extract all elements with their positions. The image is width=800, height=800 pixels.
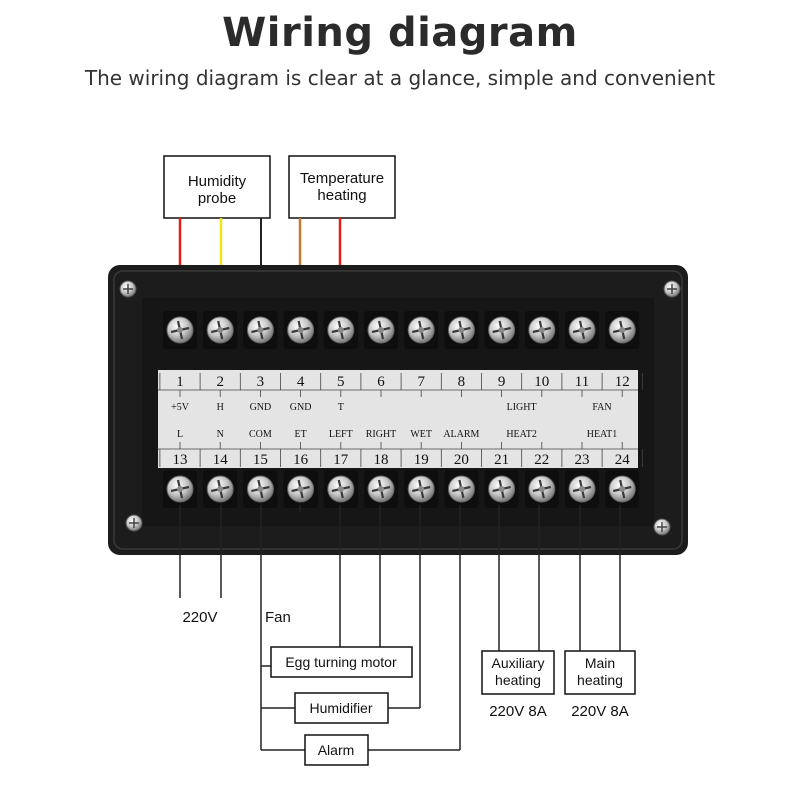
humidity-probe-box: Humidity probe: [163, 155, 271, 219]
terminal-number-top-11: 11: [575, 374, 589, 390]
screw-terminal-icon[interactable]: [283, 311, 318, 349]
terminal-number-top-12: 12: [615, 374, 630, 390]
alarm-box: Alarm: [304, 734, 369, 766]
main-heating-label-2: heating: [577, 672, 623, 688]
mounting-screw-icon: [119, 280, 137, 298]
screw-terminal-icon[interactable]: [203, 311, 238, 349]
humidity-probe-label-1: Humidity: [188, 173, 247, 190]
terminal-signal-bottom-3: COM: [249, 429, 272, 440]
screw-terminal-icon[interactable]: [323, 470, 358, 508]
screw-terminal-icon[interactable]: [243, 470, 278, 508]
terminal-number-bottom-5: 17: [333, 452, 349, 468]
screw-terminal-icon[interactable]: [203, 470, 238, 508]
temperature-heating-label-2: heating: [317, 187, 366, 204]
terminal-signal-bottom-8: ALARM: [443, 429, 479, 440]
bottom-wires: [179, 505, 621, 751]
terminal-signal-bottom-1: L: [177, 429, 183, 440]
screw-terminal-icon[interactable]: [283, 470, 318, 508]
temperature-heating-label-1: Temperature: [300, 170, 384, 187]
terminal-number-bottom-1: 13: [173, 452, 188, 468]
terminal-number-bottom-7: 19: [414, 452, 429, 468]
screw-terminal-icon[interactable]: [565, 470, 599, 508]
terminal-signal-top-5: T: [338, 402, 344, 413]
terminal-number-top-6: 6: [377, 374, 385, 390]
mounting-screw-icon: [663, 280, 681, 298]
terminal-signal-bottom-11: HEAT1: [587, 429, 618, 440]
terminal-number-bottom-8: 20: [454, 452, 469, 468]
terminal-signal-top-12: FAN: [592, 402, 611, 413]
screw-terminal-icon[interactable]: [404, 311, 439, 349]
terminal-signal-top-10: LIGHT: [507, 402, 537, 413]
screw-terminal-icon[interactable]: [484, 470, 519, 508]
screw-terminal-icon[interactable]: [364, 470, 398, 508]
page-title: Wiring diagram: [222, 10, 578, 56]
mounting-screw-icon: [653, 518, 671, 536]
page-subtitle: The wiring diagram is clear at a glance,…: [84, 66, 716, 90]
terminal-number-bottom-10: 22: [534, 452, 549, 468]
screw-terminal-icon[interactable]: [565, 311, 599, 349]
screw-terminal-icon[interactable]: [605, 470, 640, 508]
main-heating-label-1: Main: [585, 655, 615, 671]
terminal-signal-bottom-2: N: [217, 429, 224, 440]
main-rating-label: 220V 8A: [571, 703, 629, 720]
screw-terminal-icon[interactable]: [484, 311, 519, 349]
screw-terminal-icon[interactable]: [524, 470, 559, 508]
terminal-number-bottom-3: 15: [253, 452, 268, 468]
screw-terminal-icon[interactable]: [524, 311, 559, 349]
terminal-signal-bottom-6: RIGHT: [366, 429, 397, 440]
mounting-screw-icon: [125, 514, 143, 532]
screw-terminal-icon[interactable]: [243, 311, 278, 349]
terminal-number-top-10: 10: [534, 374, 549, 390]
screw-terminal-icon[interactable]: [163, 311, 197, 349]
screw-terminal-icon[interactable]: [364, 311, 398, 349]
screw-terminal-icon[interactable]: [163, 470, 197, 508]
terminal-number-top-1: 1: [176, 374, 184, 390]
terminal-number-top-7: 7: [417, 374, 425, 390]
terminal-signal-bottom-9: HEAT2: [506, 429, 537, 440]
terminal-signal-top-3: GND: [250, 402, 272, 413]
power-220v-label: 220V: [182, 609, 217, 626]
terminal-number-top-9: 9: [498, 374, 506, 390]
terminal-signal-top-4: GND: [290, 402, 312, 413]
terminal-signal-bottom-7: WET: [410, 429, 432, 440]
screw-terminal-icon[interactable]: [605, 311, 640, 349]
terminal-number-bottom-2: 14: [213, 452, 229, 468]
humidifier-label: Humidifier: [309, 700, 372, 716]
humidifier-box: Humidifier: [294, 692, 389, 724]
screw-terminal-icon[interactable]: [444, 470, 479, 508]
terminal-number-top-4: 4: [297, 374, 305, 390]
screw-terminal-icon[interactable]: [444, 311, 479, 349]
auxiliary-heating-label-1: Auxiliary: [492, 655, 545, 671]
terminal-signal-top-1: +5V: [171, 402, 190, 413]
terminal-signal-bottom-5: LEFT: [329, 429, 353, 440]
terminal-number-top-5: 5: [337, 374, 345, 390]
temperature-heating-box: Temperature heating: [288, 155, 396, 219]
egg-turning-motor-box: Egg turning motor: [270, 646, 413, 678]
auxiliary-rating-label: 220V 8A: [489, 703, 547, 720]
auxiliary-heating-box: Auxiliary heating: [481, 650, 555, 695]
screw-terminal-icon[interactable]: [404, 470, 439, 508]
terminal-number-top-8: 8: [458, 374, 466, 390]
egg-turning-motor-label: Egg turning motor: [285, 654, 397, 670]
fan-label: Fan: [265, 609, 291, 626]
terminal-number-bottom-9: 21: [494, 452, 509, 468]
terminal-number-bottom-4: 16: [293, 452, 309, 468]
terminal-signal-top-2: H: [217, 402, 224, 413]
terminal-number-bottom-12: 24: [615, 452, 631, 468]
humidity-probe-label-2: probe: [198, 190, 236, 207]
auxiliary-heating-label-2: heating: [495, 672, 541, 688]
terminal-signal-bottom-4: ET: [294, 429, 306, 440]
main-heating-box: Main heating: [564, 650, 636, 695]
alarm-label: Alarm: [318, 742, 355, 758]
terminal-number-bottom-6: 18: [374, 452, 389, 468]
terminal-label-strip: [158, 370, 638, 468]
terminal-number-top-3: 3: [257, 374, 265, 390]
terminal-number-top-2: 2: [216, 374, 224, 390]
screw-terminal-icon[interactable]: [323, 311, 358, 349]
terminal-number-bottom-11: 23: [575, 452, 590, 468]
